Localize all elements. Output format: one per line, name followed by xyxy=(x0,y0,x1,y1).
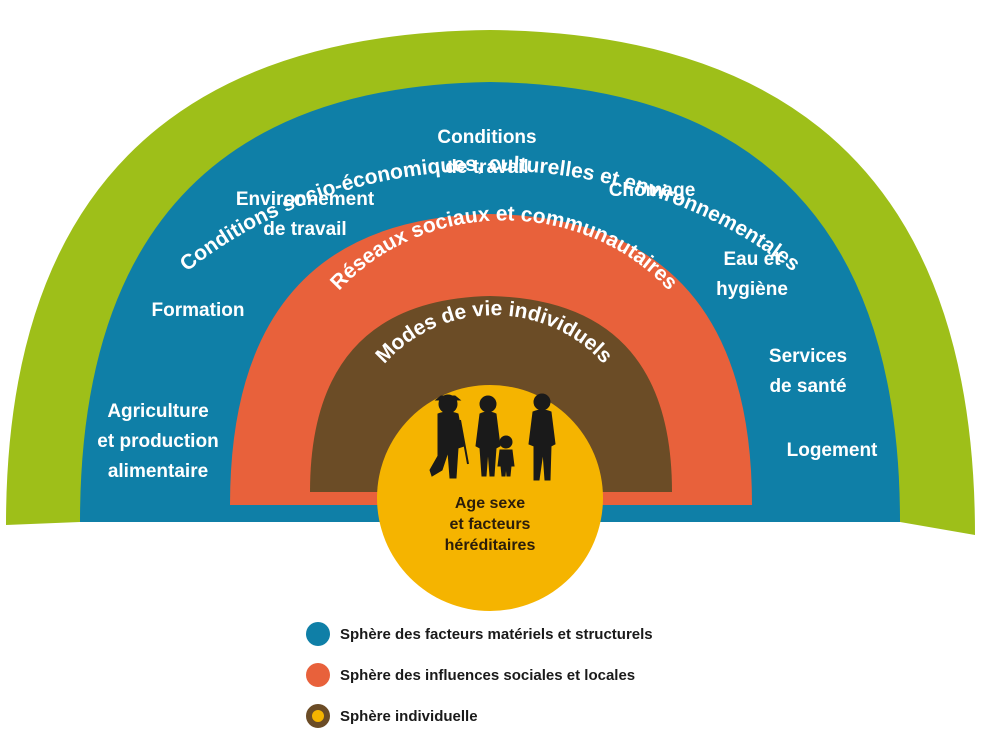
factor-label-conditions-travail: Conditions de travail xyxy=(437,127,536,178)
legend-label-material: Sphère des facteurs matériels et structu… xyxy=(340,625,653,643)
factor-label-formation: Formation xyxy=(152,300,245,321)
core-label-line: Age sexe xyxy=(455,495,525,512)
factor-label-line: Logement xyxy=(787,440,878,461)
factor-label-line: Eau et xyxy=(723,249,781,270)
factor-label-line: Conditions xyxy=(437,127,536,148)
core-label-line: et facteurs xyxy=(450,516,531,533)
core-label-line: héréditaires xyxy=(445,537,536,554)
factor-label-chomage: Chômage xyxy=(609,180,696,201)
core-labels: Age sexe et facteurs héréditaires xyxy=(445,495,536,554)
factor-label-services-sante: Services de santé xyxy=(769,346,847,397)
factor-label-line: hygiène xyxy=(716,279,788,300)
factor-label-line: Formation xyxy=(152,300,245,321)
factor-label-line: Services xyxy=(769,346,847,367)
factor-label-line: et production xyxy=(97,431,218,452)
legend-dot-social xyxy=(306,663,330,687)
family-silhouette-icon xyxy=(429,393,556,481)
legend-label-individual: Sphère individuelle xyxy=(340,707,478,725)
factor-label-environnement-travail: Environnement de travail xyxy=(236,189,375,240)
legend-item-material: Sphère des facteurs matériels et structu… xyxy=(306,620,653,648)
factor-label-line: Environnement xyxy=(236,189,375,210)
factor-label-agriculture: Agriculture et production alimentaire xyxy=(97,401,218,482)
legend-item-individual: Sphère individuelle xyxy=(306,702,653,730)
factor-label-line: de travail xyxy=(263,219,346,240)
material-factor-labels: Agriculture et production alimentaire Forma… xyxy=(97,127,878,482)
legend-dot-individual xyxy=(306,704,330,728)
legend: Sphère des facteurs matériels et structu… xyxy=(306,620,653,743)
factor-label-line: Chômage xyxy=(609,180,696,201)
legend-label-social: Sphère des influences sociales et locale… xyxy=(340,666,636,684)
factor-label-line: de santé xyxy=(769,376,846,397)
factor-label-eau-hygiene: Eau et hygiène xyxy=(716,249,788,300)
legend-dot-material xyxy=(306,622,330,646)
factor-label-logement: Logement xyxy=(787,440,878,461)
factor-label-line: de travail xyxy=(445,157,528,178)
legend-item-social: Sphère des influences sociales et locale… xyxy=(306,661,653,689)
factor-label-line: Agriculture xyxy=(107,401,208,422)
factor-label-line: alimentaire xyxy=(108,461,208,482)
